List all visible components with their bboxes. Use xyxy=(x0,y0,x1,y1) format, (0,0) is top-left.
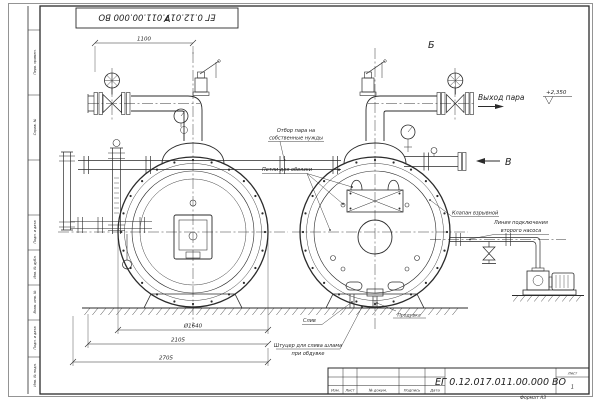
ground-line xyxy=(82,295,584,316)
pressure-gauge-left xyxy=(173,108,189,140)
annotation-drain: Слив xyxy=(302,301,353,325)
format-label: Формат А3 xyxy=(520,395,546,400)
dimension-diameter: Ø1640 xyxy=(114,238,272,334)
steam-outlet-label: Выход пара xyxy=(478,93,525,102)
lifting-loop xyxy=(387,179,400,191)
dimensions: 1100 Ø1640 2105 2705 xyxy=(69,37,272,366)
annotation-blowdown: Продувка xyxy=(376,302,426,319)
dimension-1100: 1100 xyxy=(91,37,197,72)
feed-valve xyxy=(482,241,496,264)
annotation-sludge: Штуцер для слива шлама при обдувке xyxy=(274,306,363,357)
col-date: Дата xyxy=(429,389,440,393)
feed-line-and-pump xyxy=(450,233,577,296)
left-steam-piping xyxy=(87,59,221,141)
right-steam-piping xyxy=(359,59,474,152)
safety-valve-right xyxy=(359,59,387,96)
side-label: Подп. и дата xyxy=(33,220,37,243)
centerlines xyxy=(58,48,566,330)
view-v-arrow-icon xyxy=(476,158,485,164)
annotation-elevation: +2,350 xyxy=(543,90,572,105)
drain-cock xyxy=(122,259,132,270)
side-label: Инв. № дубл. xyxy=(33,255,37,278)
annotation-text: собственные нужды xyxy=(269,136,323,142)
side-label: Справ. № xyxy=(33,118,37,135)
annotation-second-pump: Линия подключения второго насоса xyxy=(469,220,549,241)
dim-value: Ø1640 xyxy=(183,323,203,330)
annotation-text: Петли для обвязки xyxy=(262,167,313,173)
manhole xyxy=(357,219,393,255)
annotation-lifting-loops: Петли для обвязки xyxy=(262,167,353,231)
annotations: Отбор пара на собственные нужды Петли дл… xyxy=(262,90,572,357)
dimension-2705: 2705 xyxy=(69,316,272,366)
annotation-text: Слив xyxy=(303,318,316,324)
elevation-label: +2,350 xyxy=(546,90,567,96)
handwheel-icon xyxy=(447,72,464,89)
sheet-label: Лист xyxy=(567,372,578,376)
dim-value: 2105 xyxy=(171,338,185,344)
col-doc: № докум. xyxy=(368,389,387,393)
side-column: Перв. примен. Справ. № Подп. и дата Инв.… xyxy=(33,49,37,386)
side-label: Подп. и дата xyxy=(33,326,37,349)
dimension-2105: 2105 xyxy=(84,314,272,348)
explosion-vent-pipe xyxy=(404,147,467,171)
steam-dome-right xyxy=(343,142,407,165)
drain-stub xyxy=(349,294,355,308)
own-needs-steam-pipe xyxy=(78,156,341,174)
view-label-a: А xyxy=(163,14,171,25)
dim-value: 2705 xyxy=(159,356,173,362)
right-boiler-rear-view xyxy=(299,142,451,309)
blowdown-stub xyxy=(372,296,378,308)
col-sign: Подпись xyxy=(404,389,421,393)
col-list: Лист xyxy=(344,389,355,393)
top-stamp-code: ЕГ 0.12.017.011.00.000 ВО xyxy=(98,12,216,22)
title-block: Изм. Лист № докум. Подпись Дата Лист ЕГ … xyxy=(327,367,590,400)
view-label-v: В xyxy=(505,157,512,168)
explosion-door-hatch xyxy=(346,189,404,213)
view-v-marker: В xyxy=(476,157,512,168)
steam-outlet-valve xyxy=(446,72,474,115)
annotation-text: Продувка xyxy=(397,313,421,319)
water-gauge-columns xyxy=(59,139,152,270)
sheet-number: 1 xyxy=(571,385,574,391)
feed-pump-unit xyxy=(522,267,577,296)
safety-valve-left xyxy=(192,59,221,96)
annotation-text: при обдувке xyxy=(292,351,325,357)
sight-port xyxy=(189,199,197,207)
sheet-frame xyxy=(8,3,593,397)
steam-dome-left xyxy=(161,142,225,165)
annotation-text: Клапан взрывной xyxy=(452,211,499,217)
document-code: ЕГ 0.12.017.011.00.000 ВО xyxy=(435,377,567,388)
annotation-text: Линия подключения xyxy=(493,220,548,226)
flow-arrow-icon xyxy=(495,104,504,109)
annotation-text: второго насоса xyxy=(501,228,541,234)
top-stamp: ЕГ 0.12.017.011.00.000 ВО xyxy=(75,7,239,29)
annotation-text: Отбор пара на xyxy=(277,128,315,134)
view-label-b: Б xyxy=(428,40,435,51)
bolt-ring-right xyxy=(301,158,449,306)
annotation-steam-outlet: Выход пара xyxy=(478,93,525,109)
side-label: Инв. № подл. xyxy=(33,363,37,386)
side-label: Перв. примен. xyxy=(33,49,37,74)
col-izm: Изм. xyxy=(331,389,340,393)
dim-value: 1100 xyxy=(137,37,151,43)
side-label: Взам. инв. № xyxy=(33,290,37,313)
lifting-loop xyxy=(350,179,363,191)
handwheel-icon xyxy=(104,72,120,89)
furnace-door xyxy=(173,214,213,260)
pressure-gauge-right xyxy=(400,124,416,152)
annotation-explosion-valve: Клапан взрывной xyxy=(429,199,499,217)
annotation-text: Штуцер для слива шлама xyxy=(274,343,342,349)
stop-valve-left xyxy=(87,72,122,115)
annotation-own-needs: Отбор пара на собственные нужды xyxy=(268,128,324,161)
